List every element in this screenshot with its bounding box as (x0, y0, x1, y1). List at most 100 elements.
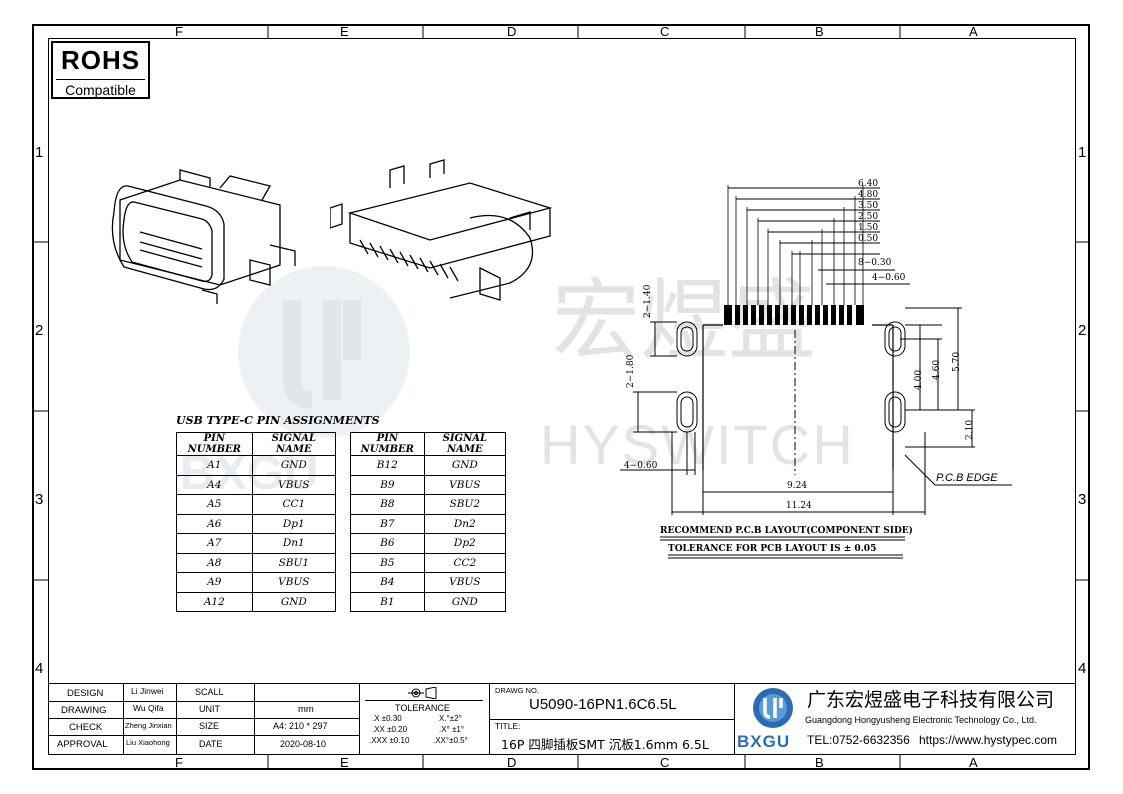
zone-row-2-left: 2 (35, 322, 44, 339)
value-unit: mm (298, 704, 314, 715)
zone-col-b-bottom: B (815, 755, 824, 770)
tolerance-xxx: .XXX ±0.10 (369, 736, 410, 745)
company-logo-icon (753, 688, 793, 728)
pin-number: B12 (350, 455, 425, 476)
zone-col-b-top: B (815, 24, 824, 39)
pin-number: B5 (350, 552, 425, 573)
zone-col-e-bottom: E (340, 755, 349, 770)
name-approval: Liu Xiaohong (126, 738, 170, 747)
connector-rear-view (330, 159, 553, 301)
signal-name: GND (251, 591, 337, 612)
company-tel: TEL:0752-6632356 (807, 733, 910, 747)
role-approval: APPROVAL (57, 739, 108, 750)
company-logo-text: BXGU (737, 732, 791, 751)
rohs-title: ROHS (60, 45, 141, 75)
zone-col-c-top: C (660, 24, 670, 39)
pcb-edge-label: P.C.B EDGE (936, 472, 998, 484)
value-size: A4: 210 * 297 (273, 721, 328, 731)
tolerance-xx: .XX ±0.20 (372, 725, 408, 734)
pin-number-header: PIN NUMBER (350, 432, 425, 456)
pcb-note-layout: RECOMMEND P.C.B LAYOUT(COMPONENT SIDE) (660, 526, 913, 536)
zone-col-d-bottom: D (507, 755, 517, 770)
signal-name-header: SIGNAL NAME (423, 432, 507, 456)
zone-col-c-bottom: C (660, 755, 670, 770)
zone-col-e-top: E (340, 24, 349, 39)
dim-5-70: 5.70 (952, 351, 962, 372)
rohs-badge: ROHS Compatible (51, 41, 150, 99)
pin-number-header: PIN NUMBER (176, 432, 253, 456)
zone-row-3-left: 3 (35, 491, 44, 508)
pin-number: A8 (176, 552, 253, 573)
name-drawing: Wu Qifa (133, 703, 164, 713)
signal-name: VBUS (423, 572, 507, 593)
pin-table-header: PIN NUMBER SIGNAL NAME (350, 432, 507, 456)
zone-row-2-right: 2 (1078, 322, 1087, 339)
key-size: SIZE (199, 721, 220, 731)
drawing-number: U5090-16PN1.6C6.5L (529, 696, 677, 713)
dim-8-0-30: 8−0.30 (858, 258, 892, 268)
dim-6-40: 6.40 (858, 179, 879, 189)
pcb-note-tolerance: TOLERANCE FOR PCB LAYOUT IS ± 0.05 (668, 544, 877, 554)
dim-3-50: 3.50 (858, 201, 879, 211)
zone-row-4-left: 4 (35, 660, 44, 677)
dim-4-0-60-top: 4−0.60 (872, 273, 906, 283)
pin-number: B8 (350, 494, 425, 515)
dim-2-1-40: 2−1.40 (643, 284, 653, 318)
angle-tolerance-2: .X° ±1° (439, 725, 465, 734)
pin-number: B1 (350, 591, 425, 612)
watermark-chinese: 宏煜盛 (552, 269, 817, 372)
key-date: DATE (199, 739, 223, 749)
drawing-title: 16P 四脚插板SMT 沉板1.6mm 6.5L (501, 737, 709, 752)
dim-4-60: 4.60 (932, 359, 942, 380)
role-check: CHECK (69, 722, 103, 733)
drawing-outer-frame (32, 24, 1090, 770)
company-website-link[interactable]: https://www.hystypec.com (919, 733, 1058, 747)
value-date: 2020-08-10 (280, 739, 327, 749)
dim-2-50: 2.50 (858, 212, 879, 222)
watermark-logo-icon (238, 266, 410, 438)
drawing-inner-frame (48, 38, 1076, 755)
tolerance-label: TOLERANCE (395, 703, 450, 713)
watermark-english: HYSWITCH (540, 413, 855, 476)
zone-row-4-right: 4 (1078, 660, 1087, 677)
angle-tolerance-3: .XX°±0.5° (433, 736, 468, 745)
pin-table-header: PIN NUMBER SIGNAL NAME (176, 432, 337, 456)
dim-0-50: 0.50 (858, 234, 879, 244)
pin-number: A9 (176, 572, 253, 593)
key-unit: UNIT (199, 704, 220, 714)
name-check: Zheng Jinxian (125, 721, 172, 730)
company-name-cn: 广东宏煜盛电子科技有限公司 (807, 689, 1055, 711)
dim-4-00: 4.00 (914, 369, 924, 390)
pin-number: A12 (176, 591, 253, 612)
role-design: DESIGN (67, 688, 104, 699)
zone-row-1-left: 1 (35, 144, 44, 161)
zone-col-f-bottom: F (175, 755, 183, 770)
signal-name: VBUS (423, 474, 507, 495)
connector-front-view (111, 169, 296, 304)
zone-col-a-top: A (969, 24, 978, 39)
dim-4-80: 4.80 (858, 190, 879, 200)
title-block: DESIGN DRAWING CHECK APPROVAL Li Jinwei … (49, 683, 1076, 755)
dim-2-1-80: 2−1.80 (626, 354, 636, 388)
zone-col-d-top: D (507, 24, 517, 39)
rohs-subtitle: Compatible (65, 82, 136, 98)
dim-2-10: 2.10 (965, 419, 975, 440)
zone-row-3-right: 3 (1078, 491, 1087, 508)
zone-col-f-top: F (175, 24, 183, 39)
signal-name: GND (423, 591, 507, 612)
dim-1-50: 1.50 (858, 223, 879, 233)
dim-9-24: 9.24 (787, 481, 808, 491)
